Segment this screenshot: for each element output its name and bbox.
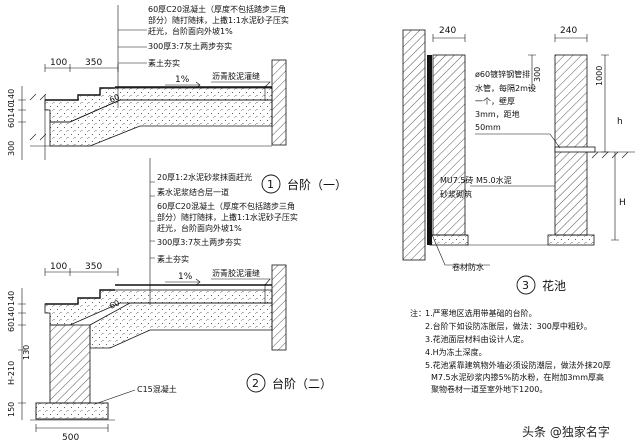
step2-slope: 1% [178,272,193,282]
step2-dim-100: 100 [50,262,67,272]
pool-pipe-note-3: 3mm，距地 [475,109,520,119]
step1-note-3: 300厚3:7灰土两步夯实 [148,41,232,51]
pool-outer-wall [554,54,588,236]
step1-note-4: 素土夯实 [148,58,180,68]
step1-number-circle [261,174,281,194]
notes-item-0: 1.严寒地区选用带基础的台阶。 [425,308,537,318]
pool-pipe-note-0: ø60镀锌钢管排 [475,69,530,79]
step2-concrete [44,289,273,326]
watermark: 头条 @独家名字 [522,424,610,439]
step1-dim-100: 100 [50,58,67,68]
step2-dim-60140: 60140 [7,307,16,332]
step1-note-2: 赶光，台阶面向外坡1% [148,26,233,36]
step1-dim-350: 350 [85,58,102,68]
step2-detail: 100 350 1% 60 140 60140 H-210 130 150 50… [7,158,332,443]
pool-footing-right [547,234,595,246]
pool-dim-240b: 240 [560,26,577,36]
step2-dim-140: 140 [7,291,16,306]
notes-item-4: 5.花池紧靠建筑物外墙必须设防潮层，做法外抹20厚 [425,360,611,370]
pool-pipe-note-1: 水管，每隔2m设 [475,83,536,93]
notes-item-5: M7.5水泥砂浆内掺5%防水粉，在附加3mm厚高 [431,372,604,382]
pool-footing-left [429,234,469,246]
step1-note-1: 部分）随打随抹，上撒1:1水泥砂子压实 [148,15,289,25]
pool-dim-240a: 240 [439,26,456,36]
pool-number: 3 [522,279,529,292]
step2-foundation-label: C15混凝土 [137,384,177,394]
pool-inner-wall [432,54,466,236]
step1-dim-140: 140 [7,89,16,104]
pool-pipe-note-2: 一个，壁厚 [475,96,515,106]
step2-title: 台阶（二） [272,376,332,391]
step1-seal-note: 沥青胶泥灌缝 [212,71,260,81]
notes-item-6: 聚物卷材一道至室外地下1200。 [431,384,547,394]
pool-masonry-note-1: 砂浆砌筑 [440,189,472,199]
step1-wall [271,59,287,146]
notes-item-1: 2.台阶下如设防冻胀层，做法：300厚中粗砂。 [425,321,592,331]
step2-note-4: 赶光，台阶面向外坡1% [157,223,242,233]
step1-note-0: 60厚C20混凝土（厚度不包括踏步三角 [148,4,286,14]
pool-masonry-note-0: MU7.5砖 M5.0水泥 [440,175,512,185]
notes-item-2: 3.花池面层材料由设计人定。 [425,334,529,344]
step1-slope: 1% [175,75,190,85]
step1-detail: 100 350 1% 60 140 60140 300 60厚C20混凝土（厚度… [7,4,347,194]
pool-detail: 240 240 300 1000 h H ø60镀锌钢管排 水管，每隔2m设 一… [402,26,635,295]
step2-dim-H210: H-210 [7,361,16,385]
step1-dim-300: 300 [7,141,16,156]
pool-membrane-label: 卷材防水 [452,262,484,272]
pool-membrane [427,55,432,245]
step2-seal-note: 沥青胶泥灌缝 [212,268,260,278]
step2-limesoil [89,302,273,349]
step2-dim-150: 150 [7,402,16,417]
step2-note-6: 素土夯实 [157,254,189,264]
step2-dim-500: 500 [62,433,79,443]
pool-number-circle [516,275,536,295]
step2-number-circle [246,373,266,393]
step2-note-2: 60厚C20混凝土（厚度不包括踏步三角 [157,201,295,211]
step2-number: 2 [252,377,259,390]
step1-title: 台阶（一） [287,177,347,192]
pool-dim-H: H [619,198,626,208]
general-notes: 注： 1.严寒地区选用带基础的台阶。 2.台阶下如设防冻胀层，做法：300厚中粗… [410,308,611,394]
pool-dim-1000: 1000 [595,66,604,86]
pool-title: 花池 [542,278,566,293]
notes-title: 注： [410,308,426,318]
step2-wall [271,264,287,351]
drain-pipe [554,146,596,153]
pool-dim-h: h [617,117,623,127]
step2-note-1: 素水泥浆结合层一道 [157,187,229,197]
step2-dim-350: 350 [85,262,102,272]
step2-foundation [35,402,109,420]
step2-slope-60: 60 [108,298,121,310]
step2-pier [49,324,91,404]
step2-note-5: 300厚3:7灰土两步夯实 [157,237,241,247]
notes-item-3: 4.H为冻土深度。 [425,347,487,357]
step2-note-0: 20厚1:2水泥砂浆抹面赶光 [157,172,252,182]
step1-dim-60140: 60140 [7,103,16,128]
pool-pipe-note-4: 50mm [475,123,501,132]
step1-number: 1 [267,178,274,191]
pool-dim-300: 300 [533,67,542,82]
step2-dim-130: 130 [22,345,31,360]
pool-building-wall [402,29,426,261]
step2-note-3: 部分）随打随抹，上撒1:1水泥砂子压实 [157,212,298,222]
